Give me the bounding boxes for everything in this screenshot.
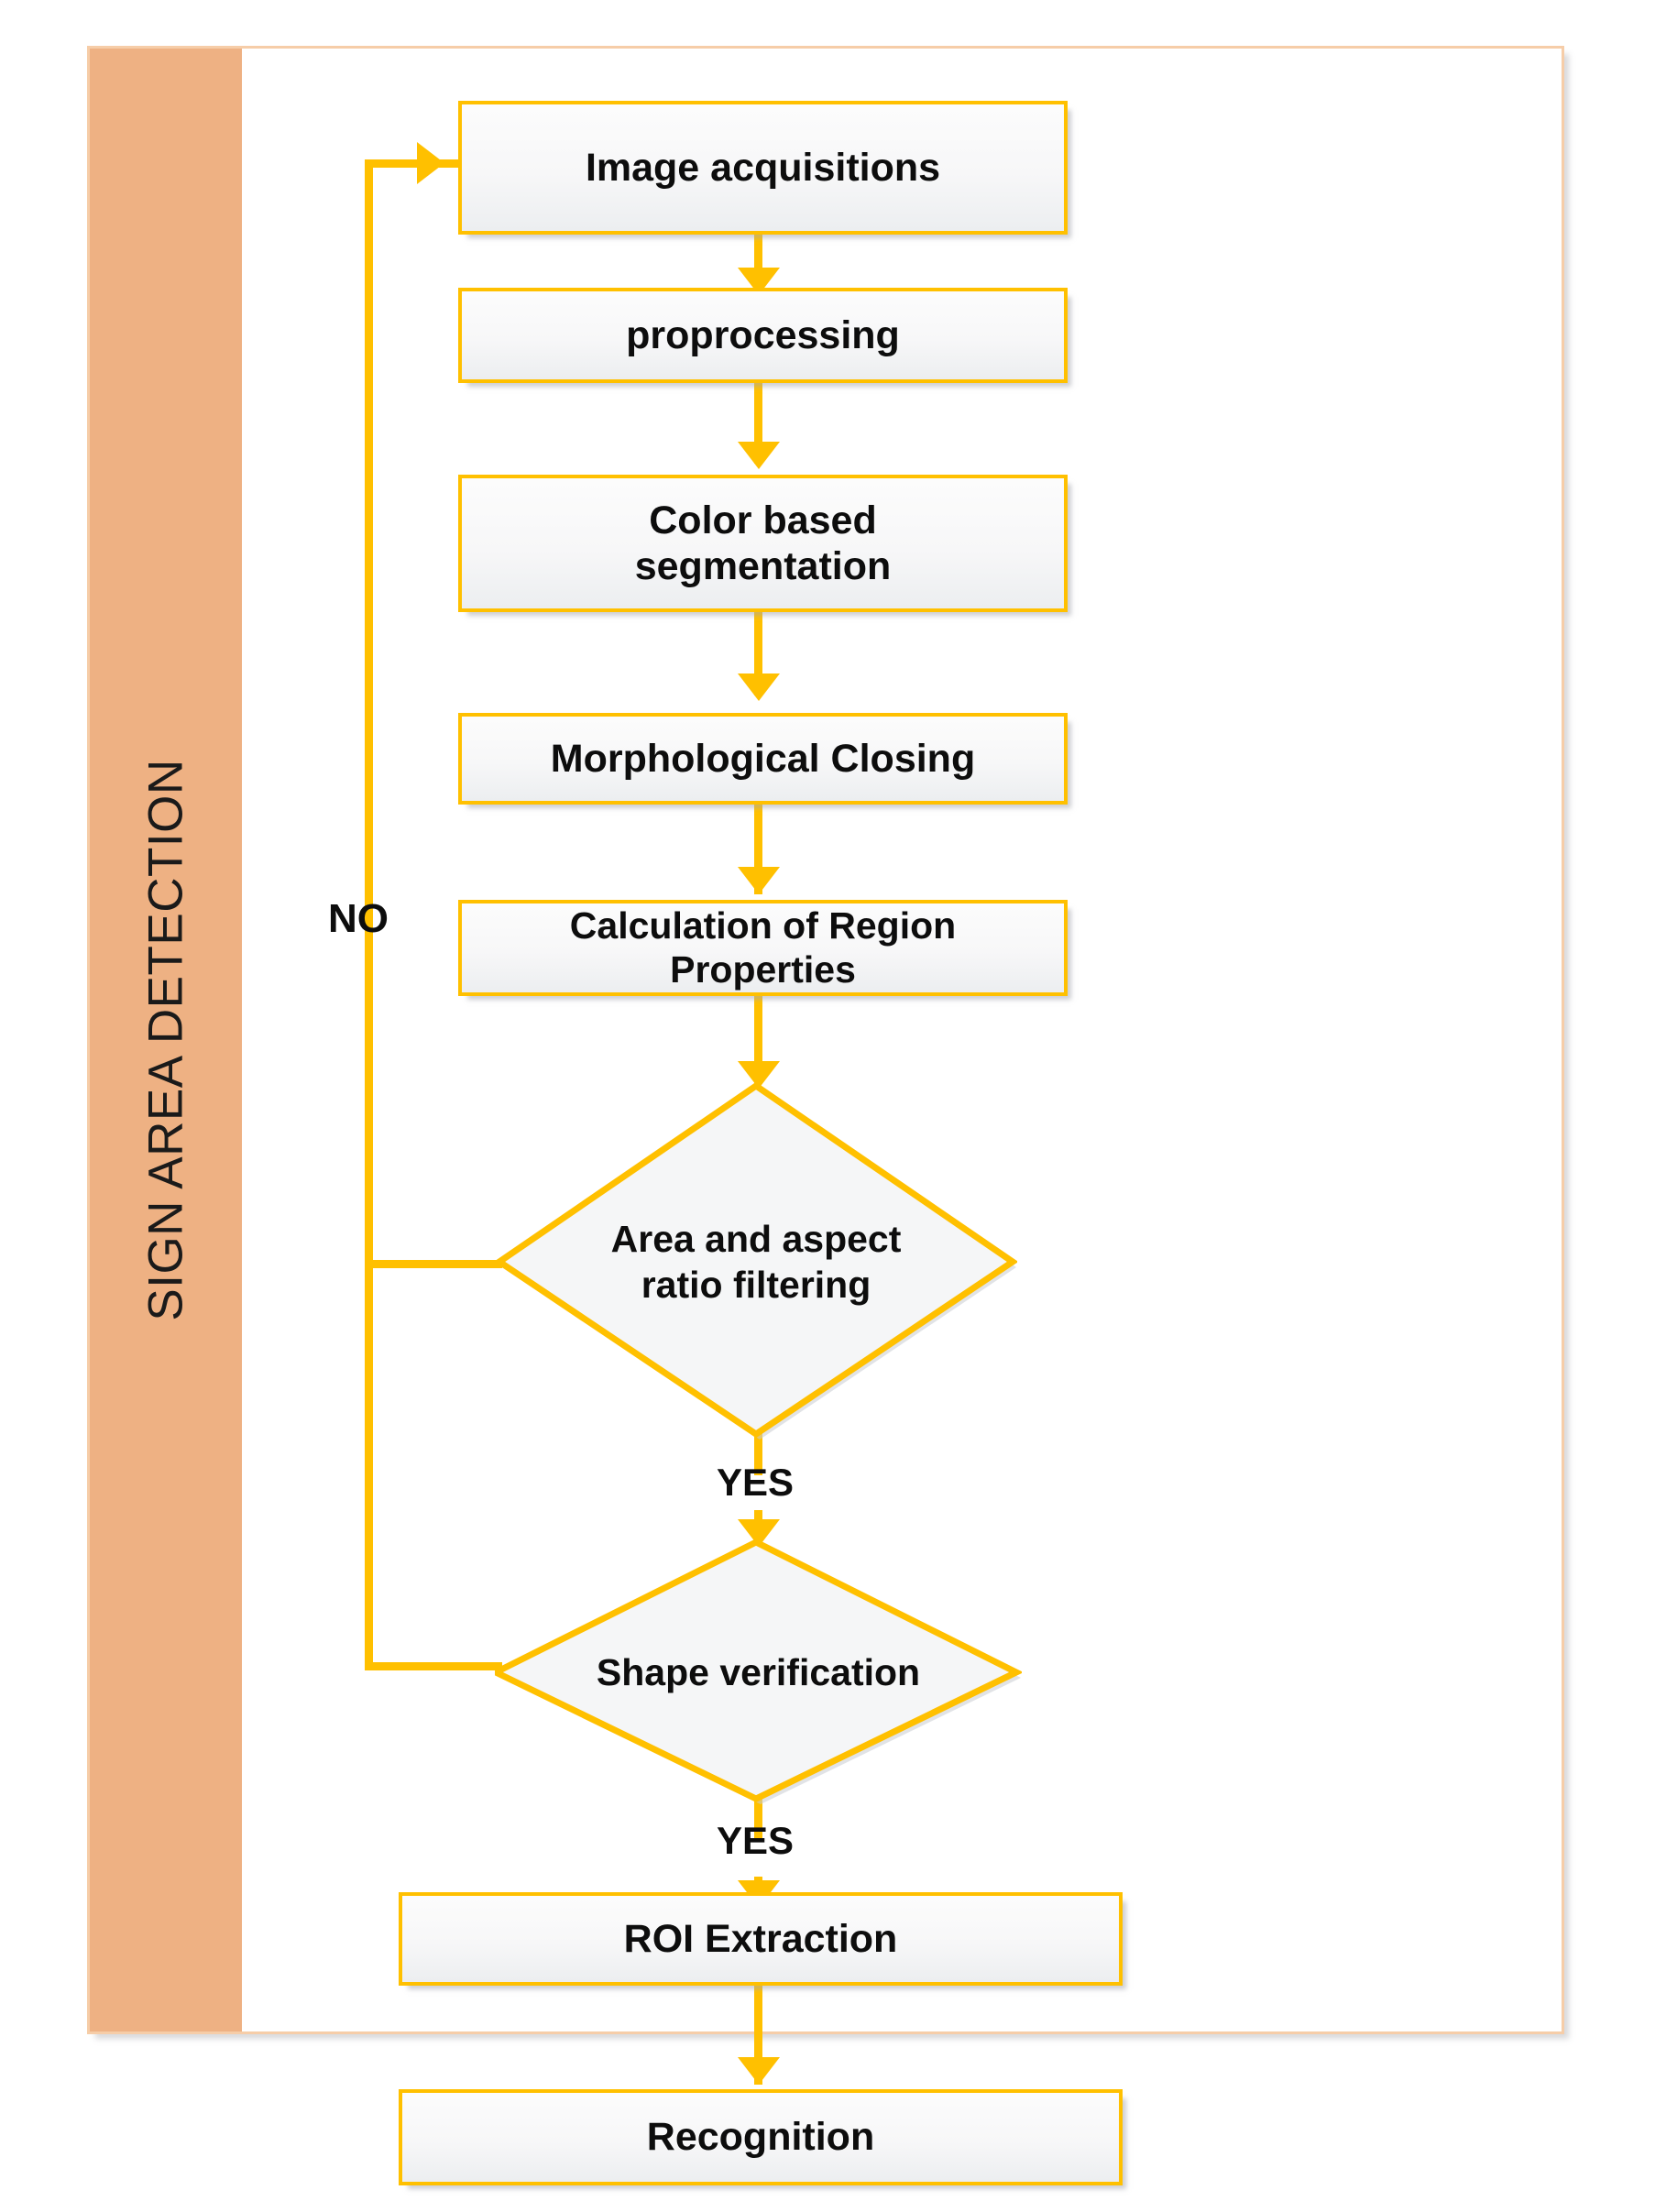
node-image-acquisitions[interactable]: Image acquisitions — [458, 101, 1068, 235]
node-label-line1: Color based — [649, 498, 877, 542]
node-label-line2: ratio filtering — [641, 1263, 871, 1306]
arrowhead-morph-to-region — [738, 867, 780, 894]
node-label-line2: segmentation — [634, 544, 892, 588]
connector-acq-to-preproc — [754, 231, 762, 288]
edge-label-yes-shape: YES — [717, 1819, 795, 1862]
node-label-line1: Area and aspect — [610, 1218, 902, 1261]
diamond-shape-shape-verification — [495, 1539, 1022, 1804]
node-label-line2: Properties — [670, 947, 856, 991]
no-branch-shape-verification — [365, 1662, 502, 1670]
arrowhead-preproc-to-color — [738, 442, 780, 469]
connector-roi-to-recognition — [754, 1984, 762, 2085]
diamond-shape-area-filter — [495, 1081, 1017, 1440]
sign-area-detection-label: SIGN AREA DETECTION — [138, 759, 193, 1321]
node-label: Shape verification — [596, 1650, 921, 1693]
node-roi-extraction[interactable]: ROI Extraction — [399, 1892, 1123, 1986]
edge-label-no: NO — [328, 896, 389, 941]
sign-area-detection-band: SIGN AREA DETECTION — [90, 49, 242, 2031]
connector-region-to-filter — [754, 994, 762, 1084]
feedback-loop-top-horizontal — [365, 159, 466, 168]
edge-label-yes-filter: YES — [717, 1461, 795, 1504]
connector-color-to-morph — [754, 609, 762, 695]
arrowhead-roi-to-recognition — [738, 2057, 780, 2085]
arrowhead-color-to-morph — [738, 673, 780, 701]
node-color-based-segmentation[interactable]: Color based segmentation — [458, 475, 1068, 612]
feedback-loop-vertical — [365, 163, 373, 1670]
node-shape-verification[interactable]: Shape verification — [495, 1538, 1022, 1808]
node-area-aspect-ratio-filtering[interactable]: Area and aspect ratio filtering — [495, 1081, 1017, 1443]
feedback-loop-arrowhead — [417, 142, 444, 184]
node-morphological-closing[interactable]: Morphological Closing — [458, 713, 1068, 805]
connector-shape-to-roi — [754, 1796, 762, 1840]
connector-morph-to-region — [754, 803, 762, 894]
no-branch-area-filter — [365, 1260, 502, 1268]
node-recognition[interactable]: Recognition — [399, 2089, 1123, 2185]
connector-filter-to-shape — [754, 1429, 762, 1475]
node-proprocessing[interactable]: proprocessing — [458, 288, 1068, 383]
node-label-line1: Calculation of Region — [569, 903, 957, 947]
node-calculation-region-properties[interactable]: Calculation of Region Properties — [458, 900, 1068, 996]
connector-preproc-to-color — [754, 381, 762, 464]
